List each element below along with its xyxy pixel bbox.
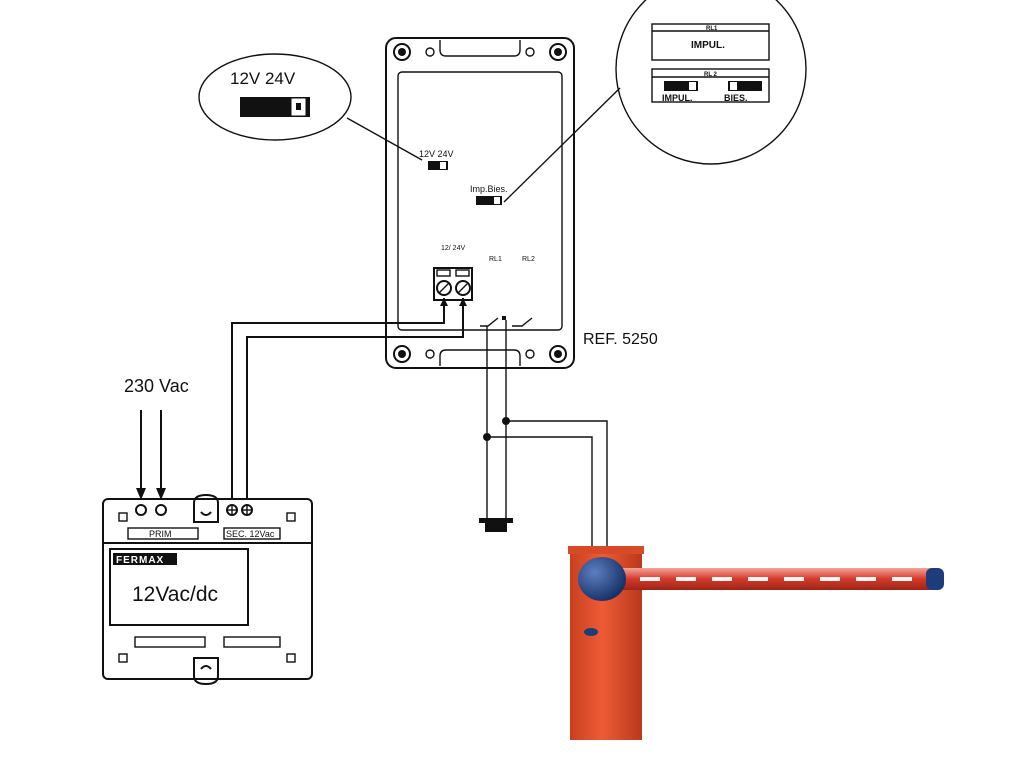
wiring	[231, 298, 608, 548]
relay2-label: RL2	[522, 256, 535, 263]
primary-terminal-icon	[135, 504, 167, 516]
voltage-callout: 12V 24V	[198, 53, 423, 161]
rl1-header: RL1	[706, 26, 718, 32]
callout-voltage-label: 12V 24V	[230, 69, 296, 88]
rl2-header: RL 2	[704, 72, 718, 78]
corner-screw-icon	[393, 43, 567, 363]
relay1-label: RL1	[489, 256, 502, 263]
module-reference: REF. 5250	[583, 331, 658, 348]
module-mode-label: Imp.Bies.	[470, 184, 508, 194]
brand-logo: FERMAX	[116, 555, 164, 566]
rl1-mode-label: IMPUL.	[691, 40, 725, 51]
power-terminal-block	[433, 267, 473, 301]
module-jumper-label: 12V 24V	[419, 149, 454, 159]
rl2-mode-left: IMPUL.	[662, 93, 693, 103]
sec-label: SEC. 12Vac	[226, 529, 275, 539]
mode-jumper-switch[interactable]	[476, 196, 502, 205]
relay-mode-callout: RL1 IMPUL. RL 2 IMPUL. BIES.	[503, 0, 807, 203]
voltage-jumper-switch[interactable]	[428, 161, 448, 170]
boom-stripes	[640, 577, 912, 581]
relay-module: 12V 24V Imp.Bies. 12/ 24V RL1 RL2	[385, 37, 575, 369]
power-supply: PRIM SEC. 12Vac FERMAX 12Vac/dc	[102, 493, 313, 686]
prim-label: PRIM	[149, 529, 172, 539]
input-voltage-label: 230 Vac	[124, 376, 189, 396]
terminal-voltage-label: 12/ 24V	[441, 245, 465, 252]
secondary-terminal-icon	[226, 504, 253, 516]
barrier-gate-icon	[568, 546, 944, 740]
output-voltage-label: 12Vac/dc	[132, 583, 218, 606]
input-arrows	[136, 410, 166, 500]
relay-contact-icon	[480, 316, 533, 327]
pushbutton-icon[interactable]	[479, 518, 513, 532]
rl2-mode-right: BIES.	[724, 93, 748, 103]
